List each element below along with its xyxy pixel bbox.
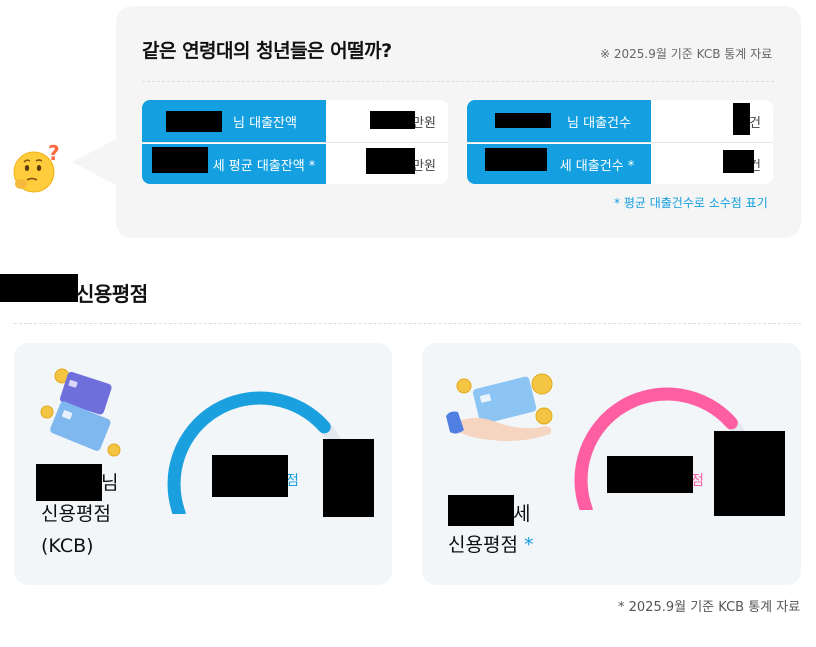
asterisk: * [523, 534, 534, 556]
credit-source-note: * 2025.9월 기준 KCB 통계 자료 [618, 600, 801, 615]
redacted-grade [714, 431, 785, 516]
stat-unit: 건 [749, 115, 761, 131]
decimal-note: * 평균 대출건수로 소수점 표기 [614, 196, 768, 210]
redacted-value [733, 103, 750, 135]
score-label-suffix: 님 [101, 472, 119, 494]
redacted-value [366, 148, 415, 174]
comparison-title: 같은 연령대의 청년들은 어떨까? [142, 40, 392, 62]
gauge-fill [574, 387, 738, 510]
divider [14, 323, 801, 324]
redacted-name [495, 113, 551, 128]
redacted-age [152, 147, 208, 173]
redacted-grade [323, 439, 374, 517]
credit-cards-icon [40, 368, 121, 457]
my-loan-balance-row: 님 대출잔액 만원 [142, 100, 448, 142]
stat-unit: 건 [749, 158, 761, 174]
redacted-age [448, 495, 514, 526]
credit-score-section-title: 신용평점 [76, 282, 148, 306]
score-label-suffix: 세 [513, 503, 531, 525]
speech-bubble-tail [72, 138, 118, 186]
redacted-value [723, 150, 754, 173]
svg-text:?: ? [48, 142, 60, 165]
redacted-score [607, 456, 693, 493]
hand-holding-card-icon [446, 373, 553, 442]
score-label: 신용평점 [41, 503, 111, 525]
redacted-age [485, 148, 547, 171]
stat-label: 세 평균 대출잔액 * [212, 158, 316, 174]
score-unit: 점 [691, 473, 704, 489]
stat-label: 님 대출잔액 [233, 115, 297, 131]
stat-label: 세 대출건수 * [559, 158, 635, 174]
score-unit: 점 [286, 473, 299, 489]
redacted-name [36, 464, 102, 501]
redacted-name [0, 274, 78, 302]
gauge-fill [167, 391, 331, 514]
score-provider-label: (KCB) [41, 535, 94, 557]
comparison-source: ※ 2025.9월 기준 KCB 통계 자료 [600, 47, 773, 61]
redacted-value [370, 111, 415, 129]
divider [142, 81, 774, 82]
score-label: 신용평점 [448, 534, 518, 556]
my-loan-count-row: 님 대출건수 건 [467, 100, 773, 142]
stat-label: 님 대출건수 [567, 115, 631, 131]
redacted-name [166, 111, 222, 132]
redacted-score [212, 455, 288, 497]
stat-unit: 만원 [412, 158, 436, 174]
thinking-face-icon: ? [13, 142, 60, 193]
stat-unit: 만원 [412, 115, 436, 131]
